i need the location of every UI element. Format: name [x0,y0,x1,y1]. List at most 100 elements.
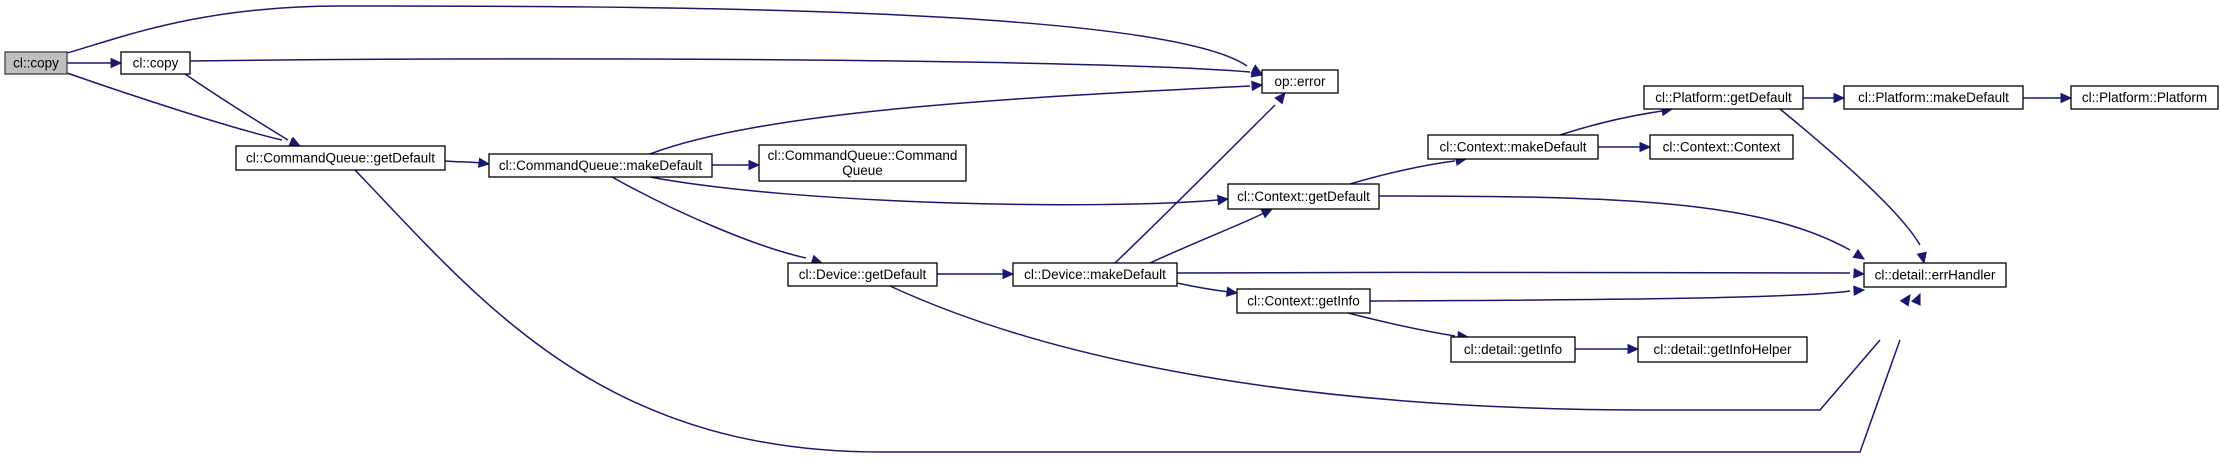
edge-ctxmakedef-to-ctxctx [1597,141,1652,153]
node-label: cl::Device::getDefault [799,267,927,282]
node-box [1236,288,1371,314]
edge-line [444,160,482,164]
edge-line [184,73,289,141]
edge-cqmakedef-to-devgetdef [611,176,824,265]
node-errhandler[interactable]: cl::detail::errHandler [1863,262,2007,288]
node-operror[interactable]: op::error [1261,69,1339,94]
edge-devmakedef-to-ctxgetinfo [1176,282,1239,297]
node-box [758,144,967,182]
arrow-head-icon [288,136,302,147]
node-ctxctx[interactable]: cl::Context::Context [1649,134,1794,160]
node-box [1637,336,1808,363]
node-detgetinfohelper[interactable]: cl::detail::getInfoHelper [1637,336,1808,363]
arrow-head-icon [1260,208,1274,219]
edge-ctxgetinfo-to-detgetinfo [1347,312,1470,342]
node-box [235,145,446,171]
arrow-head-icon [1910,292,1921,306]
node-platgetdef[interactable]: cl::Platform::getDefault [1643,85,1804,110]
node-platplat[interactable]: cl::Platform::Platform [2070,85,2219,110]
edge-line [649,176,1219,206]
edge-line [1149,212,1265,264]
edge-line [1779,108,1921,246]
node-label: cl::CommandQueue::makeDefault [499,158,703,173]
arrow-head-icon [1916,251,1927,265]
arrow-head-icon [477,157,491,168]
node-label: op::error [1274,74,1326,89]
node-label: cl::Platform::makeDefault [1858,90,2009,105]
node-devgetdef[interactable]: cl::Device::getDefault [787,262,938,287]
node-box [1012,262,1178,287]
edge-detgetinfo-to-detgetinfohelper [1575,343,1640,355]
arrow-head-icon [1853,267,1866,279]
arrow-head-icon [1833,92,1846,104]
node-cqmakedef[interactable]: cl::CommandQueue::makeDefault [488,153,713,178]
node-box [1843,85,2024,110]
node-label: cl::detail::errHandler [1875,268,1996,283]
edge-devgetdef-to-errhandler [889,285,1911,411]
node-box [1261,69,1339,94]
edge-ctxmakedef-to-platgetdef [1559,105,1674,136]
node-box [488,153,713,178]
node-ctxmakedef[interactable]: cl::Context::makeDefault [1427,134,1599,160]
edge-devmakedef-to-ctxgetdef [1149,208,1274,264]
node-box [1450,336,1576,363]
node-box [1863,262,2007,288]
node-label: cl::detail::getInfoHelper [1653,342,1792,357]
node-clcopy[interactable]: cl::copy [120,51,191,75]
edge-ctxgetinfo-to-errhandler [1369,285,1866,302]
edge-line [889,285,1881,411]
node-box [787,262,938,287]
node-box [1427,134,1599,160]
node-devmakedef[interactable]: cl::Device::makeDefault [1012,262,1178,287]
arrow-head-icon [1002,268,1015,280]
node-cqcmd[interactable]: cl::CommandQueue::CommandQueue [758,144,967,182]
arrow-head-icon [1251,80,1264,92]
edges-layer [66,5,2073,453]
edge-line [1114,104,1276,264]
arrow-head-icon [1274,92,1286,105]
edge-line [354,169,1901,453]
edge-platmakedef-to-platplat [2023,92,2073,104]
edge-devmakedef-to-errhandler [1176,267,1866,279]
edge-clcopy-to-operror [189,58,1264,78]
edge-ctxgetdef-to-errhandler [1378,195,1866,260]
node-label: cl::CommandQueue::getDefault [246,151,435,166]
edge-cqmakedef-to-cqcmd [712,159,761,171]
edge-root-to-cqgetdef [66,72,302,148]
edge-cqgetdef-to-errhandler [354,169,1921,453]
edge-line [66,5,1248,67]
node-ctxgetinfo[interactable]: cl::Context::getInfo [1236,288,1371,314]
edge-ctxgetdef-to-ctxmakedef [1349,155,1468,185]
edge-line [1378,195,1851,251]
nodes-layer: cl::copy cl::copyop::errorcl::CommandQueu… [4,51,2219,363]
node-label: Queue [842,163,883,178]
edge-clcopy-to-cqgetdef [184,73,302,147]
node-detgetinfo[interactable]: cl::detail::getInfo [1450,336,1576,363]
node-label: cl::Context::Context [1663,140,1781,155]
edge-devgetdef-to-devmakedef [936,268,1015,280]
node-box [4,51,68,75]
arrow-head-icon [1225,286,1239,297]
node-cqgetdef[interactable]: cl::CommandQueue::getDefault [235,145,446,171]
arrow-head-icon [1899,293,1911,307]
edge-line [189,58,1251,73]
node-label: cl::CommandQueue::Command [768,148,958,163]
node-label: cl::Context::getDefault [1237,189,1370,204]
node-label: cl::Context::makeDefault [1439,140,1586,155]
node-root[interactable]: cl::copy [4,51,68,75]
node-ctxgetdef[interactable]: cl::Context::getDefault [1227,183,1380,210]
node-label: cl::detail::getInfo [1464,342,1562,357]
edge-line [1559,110,1663,136]
edge-cqgetdef-to-cqmakedef [444,157,491,168]
edge-line [66,72,283,141]
edge-line [1349,160,1456,185]
arrow-head-icon [748,159,761,171]
edge-cqmakedef-to-operror [649,80,1264,155]
node-box [1227,183,1380,210]
edge-line [611,176,807,259]
node-platmakedef[interactable]: cl::Platform::makeDefault [1843,85,2024,110]
node-label: cl::Platform::getDefault [1655,90,1792,105]
node-box [120,51,191,75]
node-label: cl::Device::makeDefault [1024,267,1166,282]
